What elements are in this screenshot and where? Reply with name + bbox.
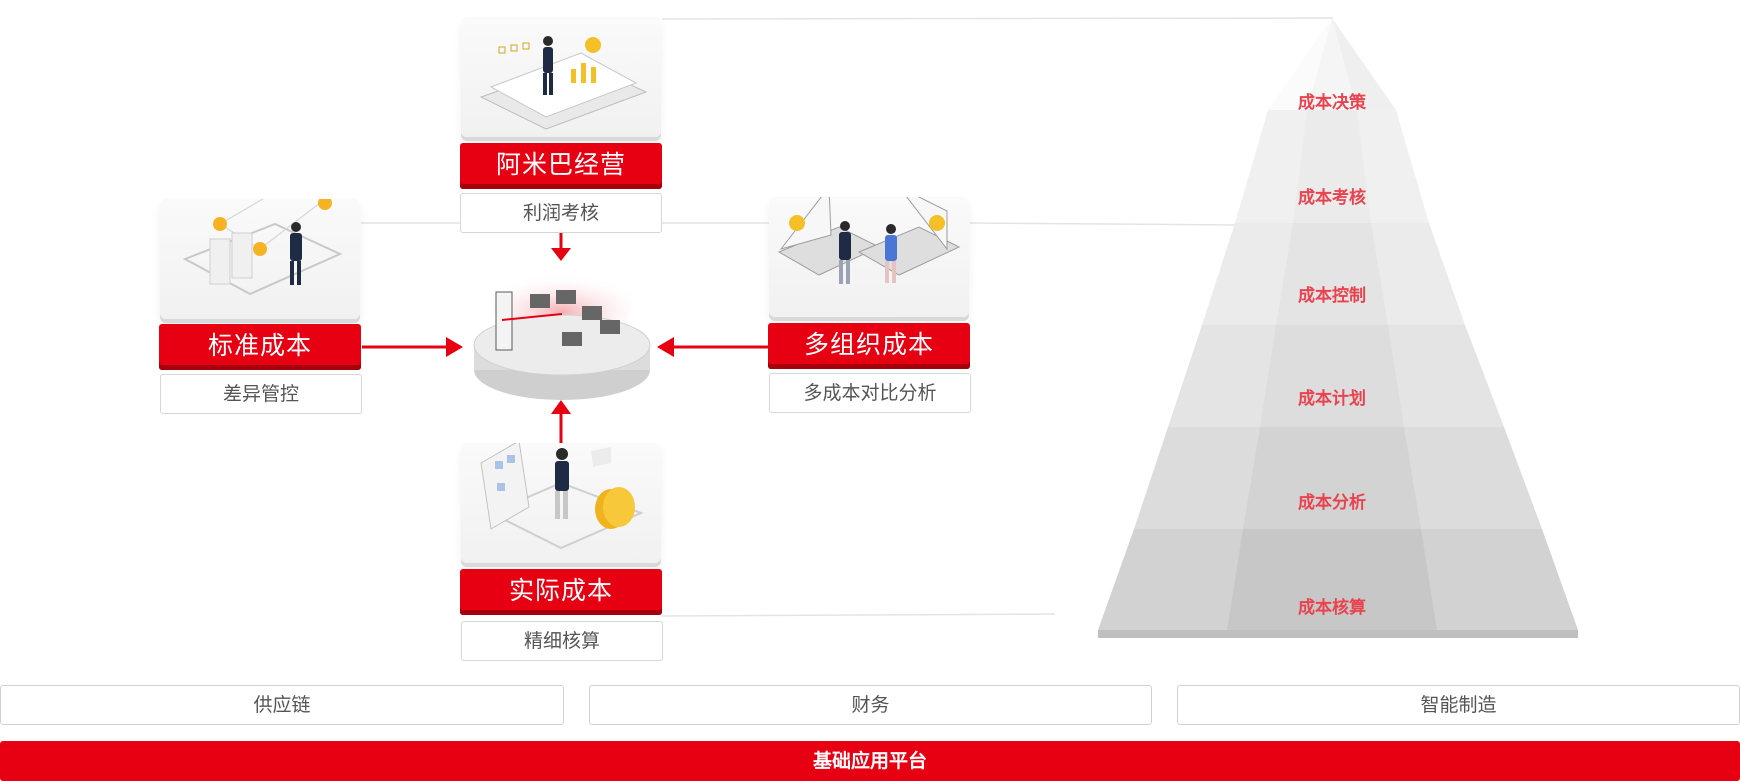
category-smart-manufacturing: 智能制造 (1177, 685, 1740, 725)
pyramid-level-analysis: 成本分析 (1298, 493, 1366, 513)
amoeba-title: 阿米巴经营 (460, 143, 662, 189)
multi-org-title: 多组织成本 (768, 323, 970, 369)
pyramid-level-control: 成本控制 (1298, 286, 1366, 306)
standard-illustration-card (160, 199, 360, 319)
pyramid-level-accounting: 成本核算 (1298, 598, 1366, 618)
arrow-left (657, 337, 770, 357)
standard-title: 标准成本 (159, 324, 361, 370)
planning-board-illustration (480, 443, 644, 550)
arrow-up (551, 400, 571, 443)
amoeba-illustration-card (461, 17, 661, 137)
pyramid-level-assessment: 成本考核 (1298, 188, 1366, 208)
actual-illustration-card (461, 443, 661, 563)
pyramid-level-plan: 成本计划 (1298, 389, 1366, 409)
multi-org-illustration-card (769, 197, 969, 317)
category-finance: 财务 (589, 685, 1152, 725)
actual-subtitle: 精细核算 (461, 621, 663, 661)
arrow-down (551, 233, 571, 261)
foundation-platform-bar: 基础应用平台 (0, 741, 1740, 781)
category-supply-chain: 供应链 (0, 685, 564, 725)
amoeba-subtitle: 利润考核 (460, 193, 662, 233)
pyramid-level-decision: 成本决策 (1298, 93, 1366, 113)
actual-title: 实际成本 (460, 569, 662, 615)
server-platform-illustration (473, 270, 651, 400)
standard-subtitle: 差异管控 (160, 374, 362, 414)
business-analyst-illustration (479, 36, 648, 130)
data-network-illustration (182, 199, 343, 296)
arrow-right (362, 337, 463, 357)
team-laptops-illustration (777, 197, 961, 284)
cost-pyramid (1098, 18, 1578, 638)
multi-org-subtitle: 多成本对比分析 (769, 373, 971, 413)
